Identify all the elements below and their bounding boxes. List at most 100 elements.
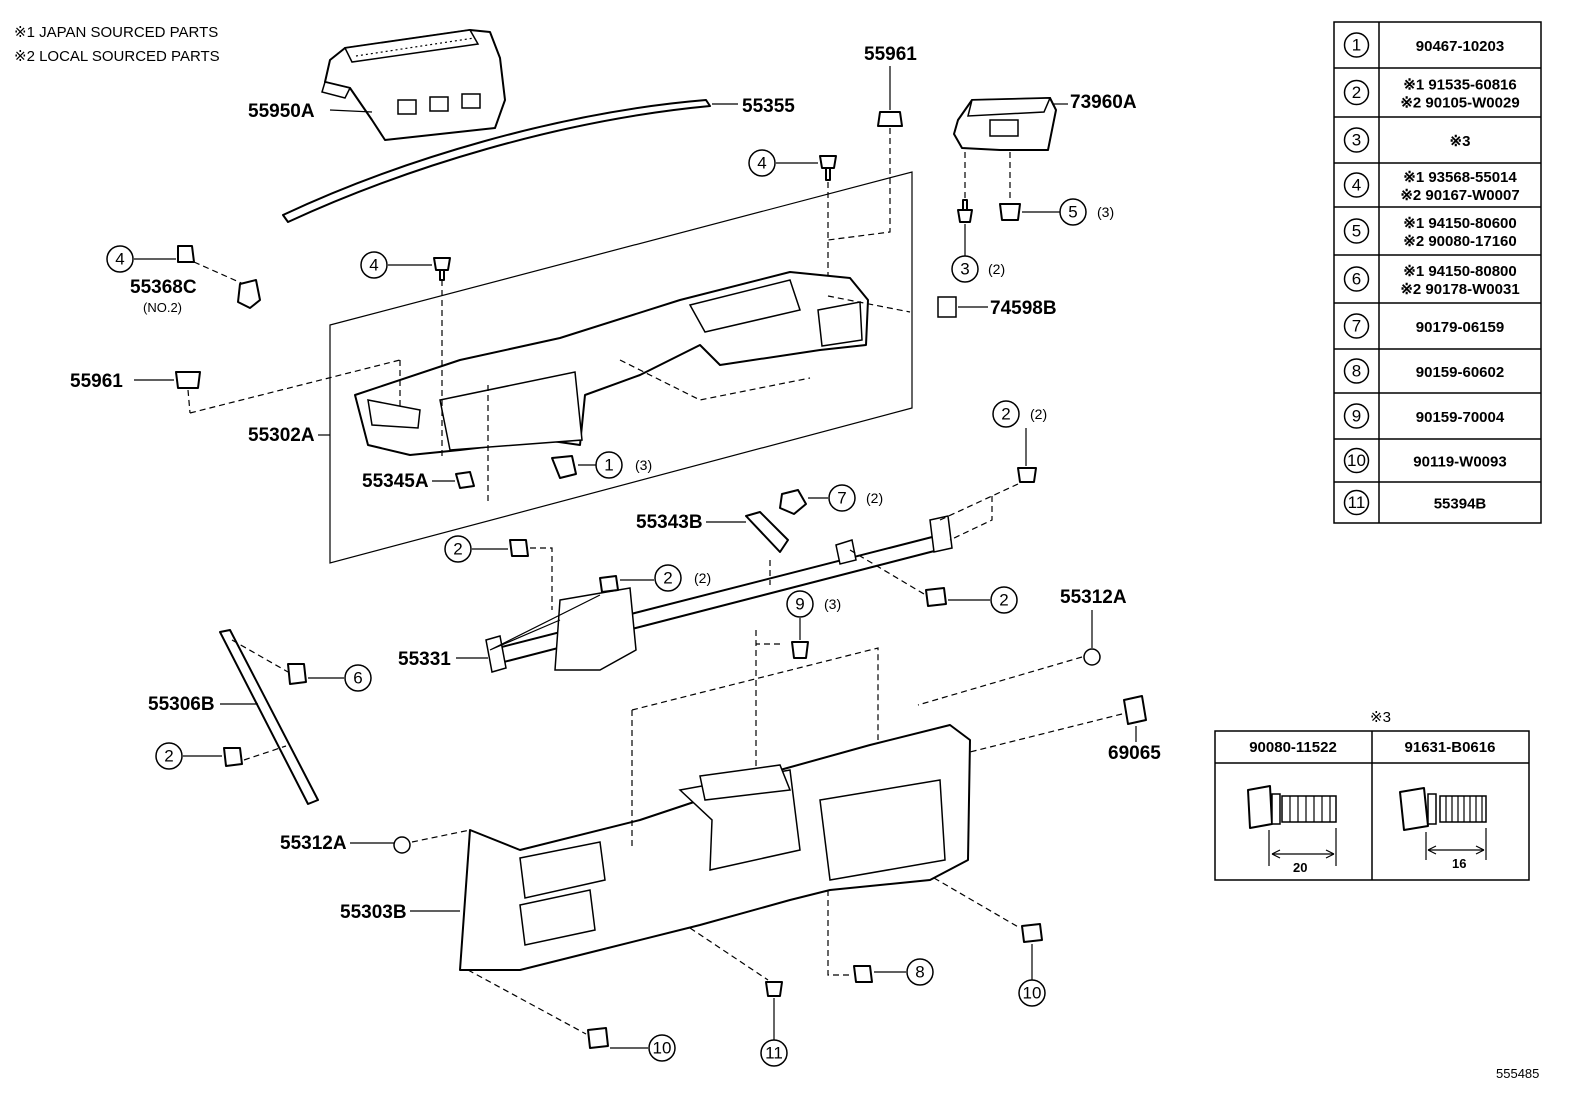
callout-2-right-top-qty: (2) xyxy=(1030,406,1047,422)
callout-3-qty: (2) xyxy=(988,261,1005,277)
bolt-9-part xyxy=(791,641,809,659)
table-callout-num-3: 3 xyxy=(1352,131,1361,150)
callout-3 xyxy=(951,255,979,283)
table-part-number: ※2 90080-17160 xyxy=(1403,233,1517,250)
parts-number-table: 1 90467-10203 2 ※1 91535-60816※2 90105-W002… xyxy=(1333,21,1542,524)
table-callout-num-1: 1 xyxy=(1352,36,1361,55)
label-55312A-left: 55312A xyxy=(280,833,347,854)
callout-2-right-top-num: 2 xyxy=(1001,405,1010,424)
nut-55345A-part xyxy=(455,471,475,489)
bolt-sketch-2 xyxy=(1399,787,1487,860)
table-part-number: 55394B xyxy=(1434,496,1487,513)
table-callout-num-6: 6 xyxy=(1352,270,1361,289)
callout-2-brace-num: 2 xyxy=(164,747,173,766)
note3-dim-2: 16 xyxy=(1452,856,1466,871)
callout-2-right-top xyxy=(992,400,1020,428)
callout-4-mid xyxy=(360,251,388,279)
table-callout-num-4: 4 xyxy=(1352,176,1361,195)
callout-7-num: 7 xyxy=(837,489,846,508)
table-part-number: ※2 90105-W0029 xyxy=(1400,95,1519,112)
clip-55961-left-part xyxy=(175,371,201,389)
table-part-number: 90159-70004 xyxy=(1416,409,1505,426)
bracket-55343B-part xyxy=(745,511,789,553)
table-part-number: 90179-06159 xyxy=(1416,319,1504,336)
clip-1-part xyxy=(551,455,577,479)
bolt-4-mid-part xyxy=(433,257,451,281)
label-73960A: 73960A xyxy=(1070,92,1137,113)
screw-3-part xyxy=(957,199,973,223)
bolt-11-part xyxy=(765,981,783,997)
table-part-number: ※1 91535-60816 xyxy=(1403,77,1517,94)
label-55368C-sub: (NO.2) xyxy=(143,300,182,315)
table-callout-8 xyxy=(1343,358,1370,384)
label-55331: 55331 xyxy=(398,649,451,670)
note3-title: ※3 xyxy=(1370,709,1391,726)
callout-2-right xyxy=(990,586,1018,614)
note3-part-2: 91631-B0616 xyxy=(1405,739,1496,756)
callout-9 xyxy=(786,590,814,618)
table-callout-num-5: 5 xyxy=(1352,222,1361,241)
table-callout-10 xyxy=(1343,447,1370,474)
instrument-panel-part xyxy=(354,271,869,456)
label-55961-top: 55961 xyxy=(864,44,917,65)
callout-3-num: 3 xyxy=(960,260,969,279)
label-55303B: 55303B xyxy=(340,902,407,923)
plug-55312A-left xyxy=(393,836,411,854)
table-callout-num-7: 7 xyxy=(1352,317,1361,336)
bolt-2-right-part xyxy=(925,587,947,607)
table-callout-num-2: 2 xyxy=(1352,83,1361,102)
table-part-number: 90467-10203 xyxy=(1416,38,1504,55)
nut-7-part xyxy=(779,489,807,515)
table-part-number: 90119-W0093 xyxy=(1413,454,1506,471)
table-callout-7 xyxy=(1343,313,1370,339)
label-55306B: 55306B xyxy=(148,694,215,715)
callout-4-left xyxy=(106,245,134,273)
bolt-2-right-top-part xyxy=(1017,467,1037,483)
plug-55312A-right xyxy=(1083,648,1101,666)
callout-2-left-num: 2 xyxy=(453,540,462,559)
table-callout-6 xyxy=(1343,266,1370,292)
reinforcement-beam-part xyxy=(485,515,953,673)
callout-4-top xyxy=(748,149,776,177)
label-55343B: 55343B xyxy=(636,512,703,533)
lower-panel-part xyxy=(459,724,971,971)
note3-dim-1: 20 xyxy=(1293,860,1307,875)
instrument-panel-plane xyxy=(329,171,913,564)
table-callout-2 xyxy=(1343,79,1370,106)
note3-part-1: 90080-11522 xyxy=(1249,739,1337,756)
table-callout-num-8: 8 xyxy=(1352,362,1361,381)
bolt-8-part xyxy=(853,965,873,983)
bolt-2-left-part xyxy=(509,539,529,557)
callout-5 xyxy=(1059,198,1087,226)
diagram-id: 555485 xyxy=(1496,1066,1539,1081)
note3-table: ※3 90080-11522 91631-B0616 20 16 xyxy=(1214,709,1530,881)
table-callout-num-11: 11 xyxy=(1348,493,1366,512)
table-part-number: ※2 90167-W0007 xyxy=(1400,187,1519,204)
callout-11-num: 11 xyxy=(765,1044,783,1063)
table-callout-5 xyxy=(1343,218,1370,244)
bolt-sketch-1 xyxy=(1247,785,1337,866)
clip-69065-part xyxy=(1123,695,1147,725)
bolt-4-top-part xyxy=(819,155,837,181)
table-callout-9 xyxy=(1343,403,1370,429)
callout-7-qty: (2) xyxy=(866,490,883,506)
table-part-number: ※2 90178-W0031 xyxy=(1400,281,1519,298)
callout-10-left xyxy=(648,1034,676,1062)
callout-6-num: 6 xyxy=(353,669,362,688)
callout-2-brace xyxy=(155,742,183,770)
callout-4-top-num: 4 xyxy=(757,154,766,173)
clip-55961-top xyxy=(877,111,903,127)
callout-6 xyxy=(344,664,372,692)
label-69065: 69065 xyxy=(1108,743,1161,764)
note-local-sourced: ※2 LOCAL SOURCED PARTS xyxy=(14,48,220,65)
table-part-number: ※1 94150-80600 xyxy=(1403,215,1517,232)
callout-1 xyxy=(595,451,623,479)
label-55302A: 55302A xyxy=(248,425,315,446)
bolt-2-brace-part xyxy=(223,747,243,767)
label-55368C: 55368C xyxy=(130,277,197,298)
callout-2-mid-num: 2 xyxy=(663,569,672,588)
label-55312A-right: 55312A xyxy=(1060,587,1127,608)
callout-8 xyxy=(906,958,934,986)
callout-1-num: 1 xyxy=(604,456,613,475)
